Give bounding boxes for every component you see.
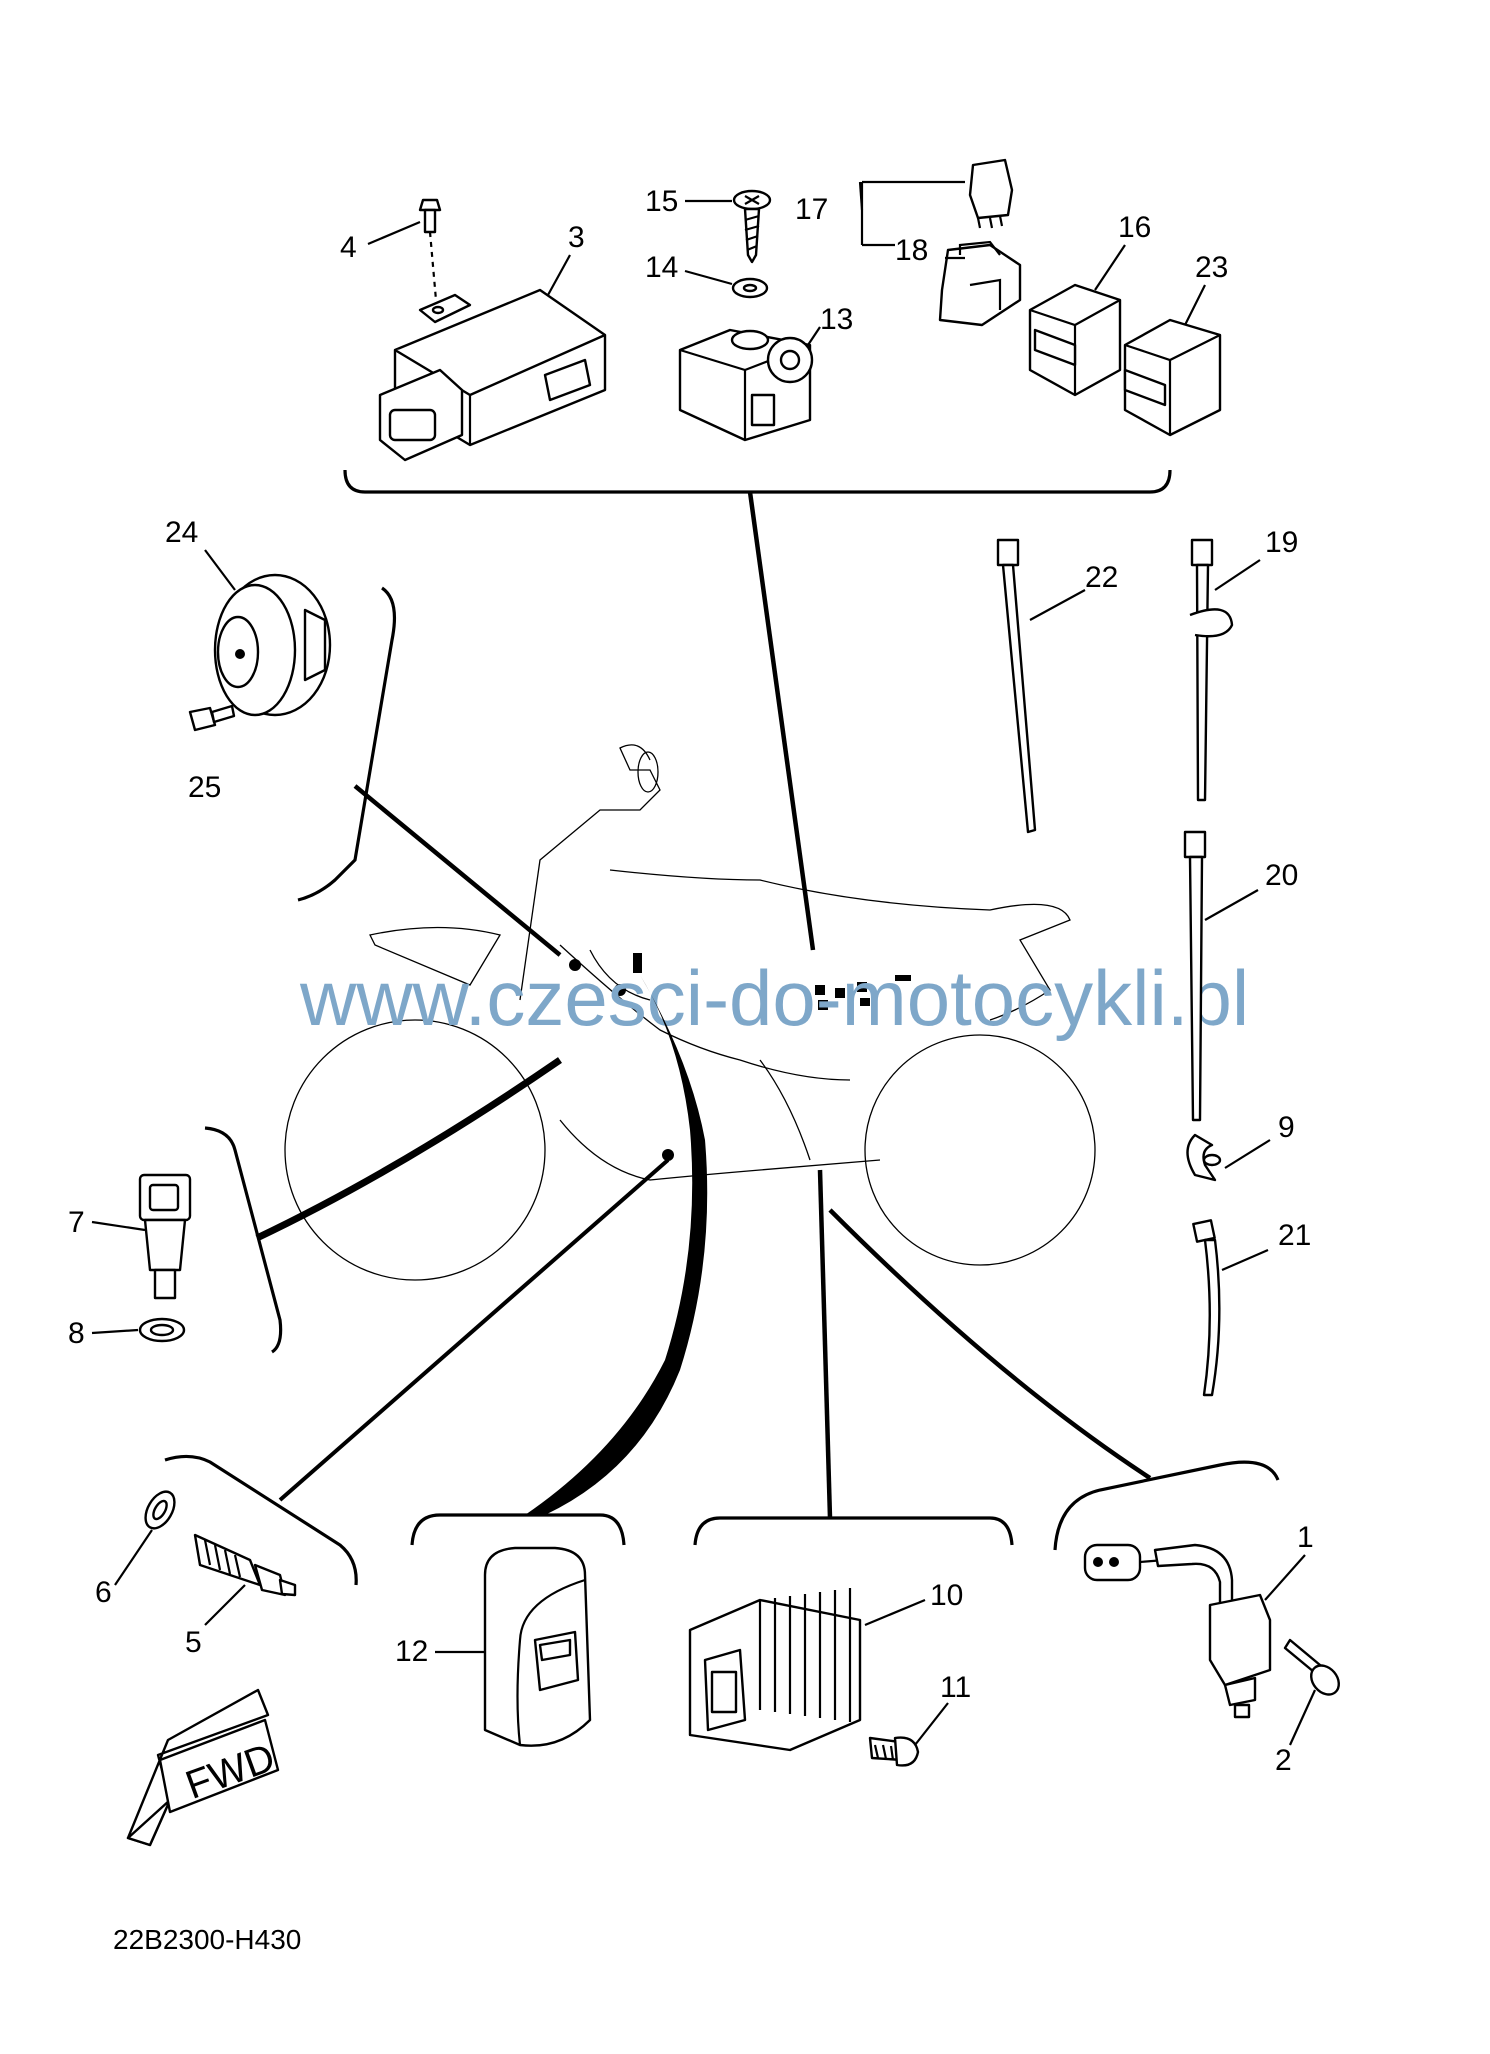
group-brackets — [164, 469, 1280, 1586]
part-25-bolt — [188, 704, 236, 732]
motorcycle-outline — [284, 744, 1096, 1281]
callout-19: 19 — [1265, 526, 1298, 559]
part-14-washer — [731, 277, 769, 299]
part-8-washer — [138, 1317, 186, 1343]
part-11-bolt — [868, 1736, 920, 1767]
part-18-relay-holder — [938, 240, 1022, 327]
callout-numbers: 3 4 15 14 13 17 18 16 23 24 25 22 19 20 … — [68, 185, 1317, 1777]
part-7-temperature-sensor — [138, 1173, 192, 1300]
part-23-relay — [1123, 318, 1222, 437]
watermark-text: www.czesci-do-motocykli.pl — [299, 954, 1249, 1042]
switch-group-bracket — [1053, 1460, 1280, 1551]
connector-dot — [569, 959, 581, 971]
connector-dot — [614, 984, 626, 996]
part-19-cable-tie — [1189, 538, 1234, 802]
diagram-code: 22B2300-H430 — [113, 1924, 301, 1955]
callout-24: 24 — [165, 516, 198, 549]
part-20-cable-tie — [1183, 830, 1207, 1122]
part-13-sensor-holder — [678, 328, 814, 442]
callout-6: 6 — [95, 1576, 112, 1609]
callout-18: 18 — [895, 234, 928, 267]
front-wheel-outline — [284, 1019, 546, 1281]
callout-14: 14 — [645, 251, 678, 284]
part-17-relay — [968, 158, 1014, 229]
top-group-bracket — [343, 469, 1172, 494]
rectifier-group-bracket — [693, 1516, 1014, 1546]
plug-group-bracket — [164, 1454, 358, 1586]
part-22-cable-tie — [996, 538, 1037, 834]
connector-dot — [662, 1149, 674, 1161]
part-4-bolt — [418, 198, 442, 301]
callout-16: 16 — [1118, 211, 1151, 244]
cdi-group-bracket — [410, 1513, 626, 1546]
part-3-ecu — [378, 288, 607, 462]
callout-7: 7 — [68, 1206, 85, 1239]
part-10-rectifier — [688, 1588, 862, 1752]
callout-17: 17 — [795, 193, 828, 226]
sensor-group-bracket — [204, 1126, 283, 1354]
part-2-bolt — [1283, 1638, 1340, 1696]
callout-22: 22 — [1085, 561, 1118, 594]
rear-wheel-outline — [864, 1034, 1096, 1266]
callout-10: 10 — [930, 1579, 963, 1612]
leader-lines — [255, 491, 1152, 1519]
callout-1: 1 — [1297, 1521, 1314, 1554]
callout-23: 23 — [1195, 251, 1228, 284]
callout-11: 11 — [940, 1671, 971, 1704]
part-1-switch-assembly — [1083, 1543, 1272, 1719]
callout-8: 8 — [68, 1317, 85, 1350]
part-15-screw — [732, 189, 772, 264]
callout-9: 9 — [1278, 1111, 1295, 1144]
part-16-relay — [1028, 283, 1122, 397]
callout-15: 15 — [645, 185, 678, 218]
callout-20: 20 — [1265, 859, 1298, 892]
fwd-arrow: FWD — [126, 1688, 281, 1847]
part-9-clamp — [1186, 1133, 1222, 1182]
part-12-cdi-unit — [483, 1546, 592, 1747]
part-21-cable-tie — [1192, 1219, 1221, 1397]
callout-12: 12 — [395, 1635, 428, 1668]
horn-group-bracket — [297, 586, 396, 902]
part-5-spark-plug — [193, 1533, 297, 1597]
callout-25: 25 — [188, 771, 221, 804]
part-24-horn — [213, 573, 332, 717]
callout-13: 13 — [820, 303, 853, 336]
callout-4: 4 — [340, 231, 357, 264]
part-6-washer — [144, 1490, 176, 1530]
callout-3: 3 — [568, 221, 585, 254]
callout-5: 5 — [185, 1626, 202, 1659]
callout-2: 2 — [1275, 1744, 1292, 1777]
callout-21: 21 — [1278, 1219, 1311, 1252]
